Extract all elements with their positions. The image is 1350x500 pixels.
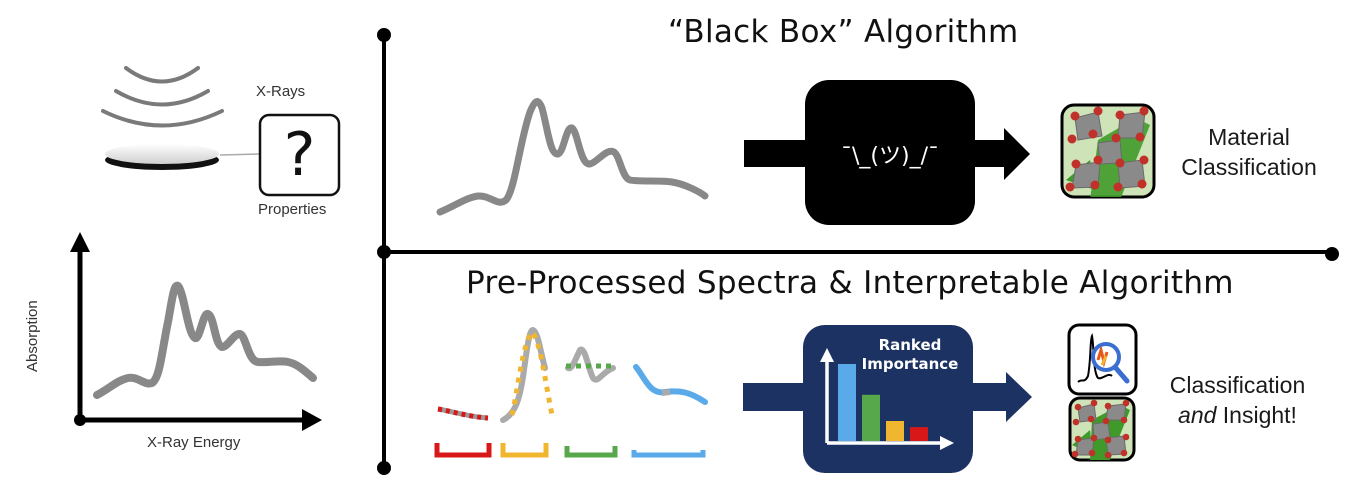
x-axis-label-energy: X-Ray Energy	[147, 434, 241, 451]
y-arrow-icon	[820, 348, 834, 362]
spectrum-segment-blue	[633, 364, 708, 405]
spectrum-segment-red	[437, 406, 489, 421]
bracket-green	[564, 446, 618, 458]
bracket-blue	[631, 450, 706, 458]
crystal-structure-icon	[1060, 103, 1156, 199]
unknown-properties-box	[258, 113, 341, 197]
sample-disc-icon	[105, 144, 219, 170]
ranked-importance-label: Ranked Importance	[840, 336, 980, 374]
importance-bar	[838, 364, 856, 441]
spectrum-segment-yellow	[500, 326, 555, 423]
xray-waves-icon	[101, 66, 224, 128]
input-spectrum-curve	[436, 98, 709, 216]
crystal-structure-icon-small	[1068, 396, 1136, 462]
insight-italic-word: and	[1178, 402, 1217, 428]
absorption-plot-axes	[70, 232, 322, 431]
shrug-emoticon: ¯\_(ツ)_/¯	[841, 144, 939, 169]
ranked-line-1: Ranked	[878, 336, 942, 354]
ranked-importance-chart	[820, 348, 954, 450]
xrays-label: X-Rays	[256, 83, 306, 100]
top-section-title: “Black Box” Algorithm	[668, 14, 1019, 50]
absorption-spectrum-curve	[93, 281, 317, 399]
properties-label: Properties	[258, 201, 327, 218]
bracket-yellow	[500, 443, 549, 458]
insight-line-2: and Insight!	[1150, 400, 1325, 430]
insight-magnifier-icon	[1067, 323, 1138, 396]
connector-line	[219, 153, 261, 156]
insight-rest: Insight!	[1216, 402, 1297, 428]
importance-bar	[910, 427, 928, 441]
y-axis-label-absorption: Absorption	[24, 300, 41, 372]
importance-bar	[886, 420, 904, 441]
question-mark-icon: ?	[283, 120, 316, 190]
bracket-red	[434, 443, 492, 458]
importance-bar	[862, 394, 880, 441]
spectrum-segment-green	[565, 346, 616, 383]
ranked-line-2: Importance	[861, 355, 959, 373]
insight-line-1: Classification	[1169, 372, 1306, 398]
result-line-2: Classification	[1181, 154, 1317, 180]
black-box-algorithm	[805, 80, 975, 225]
x-arrow-icon	[940, 436, 954, 450]
result-line-1: Material	[1208, 124, 1290, 150]
bottom-section-title: Pre-Processed Spectra & Interpretable Al…	[466, 265, 1234, 301]
divider-axes	[377, 28, 1339, 475]
segment-brackets	[434, 443, 706, 458]
classification-insight-label: Classification and Insight!	[1150, 370, 1325, 430]
material-classification-label: Material Classification	[1164, 122, 1334, 182]
